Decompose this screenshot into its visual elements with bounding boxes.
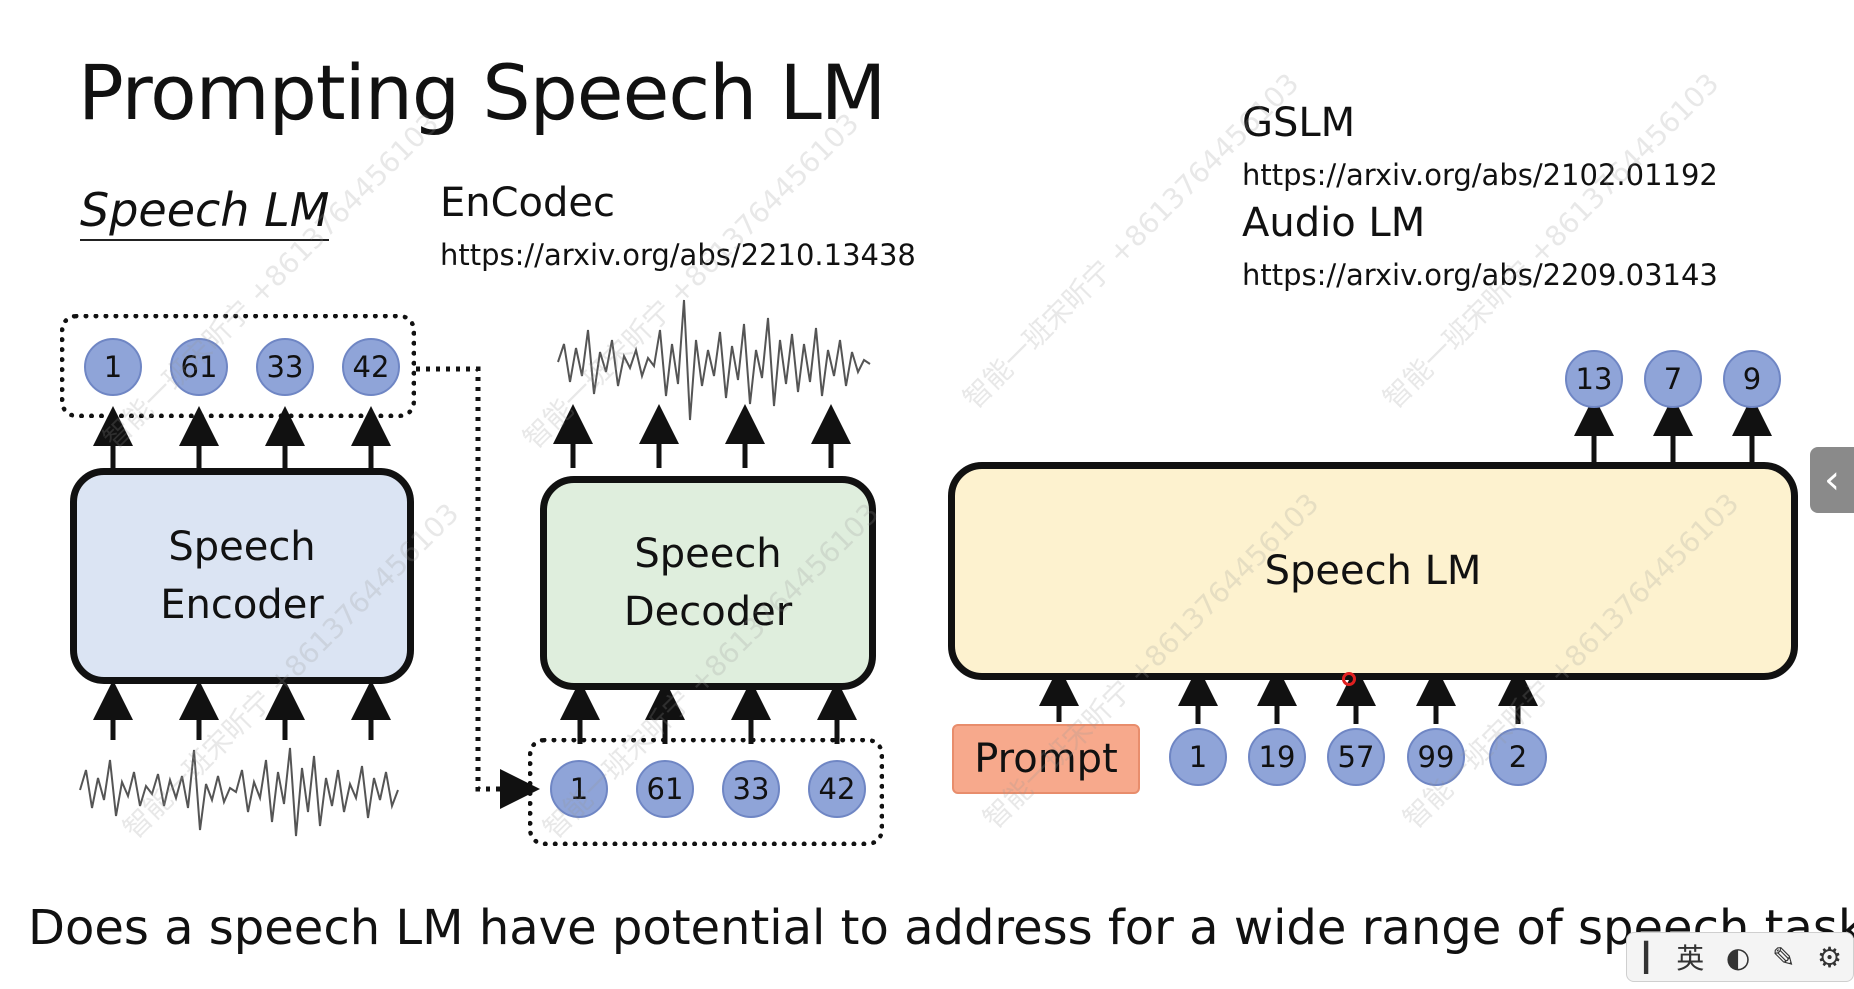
side-panel-toggle[interactable]: ‹ — [1810, 447, 1854, 513]
lm-input-token: 99 — [1407, 728, 1465, 786]
decoder-label-line1: Speech — [634, 531, 782, 577]
settings-icon[interactable]: ⚙ — [1817, 940, 1843, 974]
ime-handle-icon[interactable]: ┃ — [1637, 940, 1655, 974]
slide-subtitle: Speech LM — [80, 183, 330, 241]
reference-url: https://arxiv.org/abs/2209.03143 — [1242, 258, 1718, 292]
encoder-token: 1 — [84, 338, 142, 396]
encoder-label-line1: Speech — [168, 524, 316, 570]
encoder-token: 42 — [342, 338, 400, 396]
decoder-token: 1 — [550, 760, 608, 818]
encoder-token: 61 — [170, 338, 228, 396]
reference-url: https://arxiv.org/abs/2210.13438 — [440, 238, 916, 272]
lm-input-token: 19 — [1248, 728, 1306, 786]
decoder-token-group — [528, 738, 884, 846]
clipboard-icon[interactable]: ✎ — [1771, 940, 1796, 974]
waveform-icon — [79, 299, 871, 837]
encoder-token-group — [60, 314, 416, 418]
lm-input-token: 57 — [1327, 728, 1385, 786]
reference-name: EnCodec — [440, 180, 616, 226]
lm-output-token: 13 — [1565, 350, 1623, 408]
slide-title: Prompting Speech LM — [78, 48, 886, 137]
decoder-token: 61 — [636, 760, 694, 818]
speech-lm-box: Speech LM — [948, 462, 1798, 680]
lm-output-token: 7 — [1644, 350, 1702, 408]
reference-url: https://arxiv.org/abs/2102.01192 — [1242, 158, 1718, 192]
half-square-icon[interactable]: ◐ — [1725, 940, 1751, 974]
reference-name: GSLM — [1242, 100, 1356, 146]
decoder-label-line2: Decoder — [623, 589, 793, 635]
speech-encoder-box: Speech Encoder — [70, 468, 414, 684]
lm-input-token: 2 — [1489, 728, 1547, 786]
prompt-box: Prompt — [952, 724, 1140, 794]
speech-decoder-box: Speech Decoder — [540, 476, 876, 690]
ime-language-toggle[interactable]: 英 — [1676, 942, 1705, 975]
chevron-left-icon: ‹ — [1824, 457, 1840, 503]
speech-lm-label: Speech LM — [1264, 548, 1482, 594]
decoder-token: 42 — [808, 760, 866, 818]
encoder-label-line2: Encoder — [160, 582, 324, 628]
decoder-token: 33 — [722, 760, 780, 818]
encoder-token: 33 — [256, 338, 314, 396]
slide-question: Does a speech LM have potential to addre… — [28, 900, 1854, 956]
lm-input-token: 1 — [1169, 728, 1227, 786]
reference-name: Audio LM — [1242, 200, 1426, 246]
lm-output-token: 9 — [1723, 350, 1781, 408]
pointer-indicator — [1342, 672, 1356, 686]
ime-toolbar[interactable]: ┃ 英 ◐ ✎ ⚙ — [1626, 932, 1854, 982]
